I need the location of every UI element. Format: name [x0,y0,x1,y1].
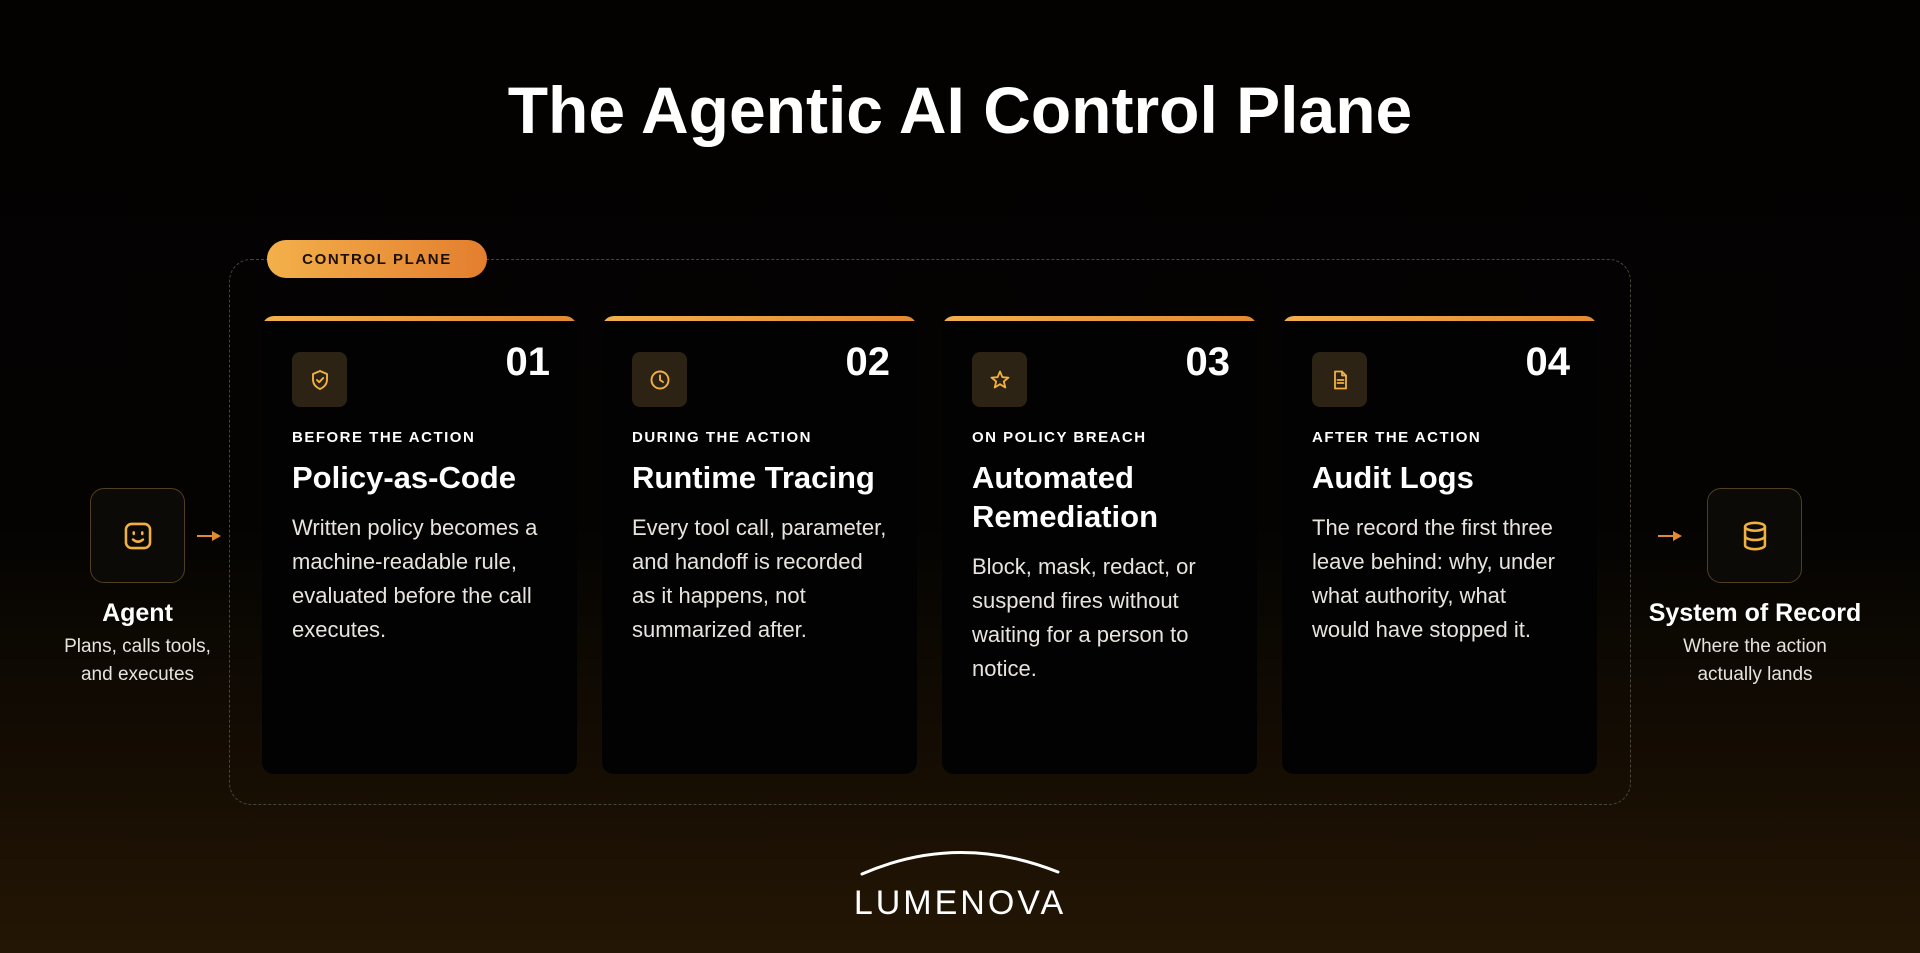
control-plane-badge: CONTROL PLANE [267,240,487,278]
stage-icon-box [632,352,687,407]
page-title: The Agentic AI Control Plane [507,73,1413,147]
smile-face-icon [124,522,151,549]
stage-heading: Runtime Tracing [632,460,875,495]
stage-phase: ON POLICY BREACH [972,429,1147,446]
system-of-record-description: Where the action actually lands [1630,633,1880,689]
stage-description-line: what authority, what [1312,583,1507,608]
stage-icon-box [1312,352,1367,407]
logo-wordmark: LUMENOVA [853,884,1067,922]
system-of-record-description-line: Where the action [1683,636,1827,657]
control-plane-frame [229,259,1631,805]
arrow-right-icon [197,531,221,541]
stage-number: 01 [505,340,551,384]
document-icon [1333,370,1347,389]
stage-phase: BEFORE THE ACTION [292,429,476,446]
stage-description-line: executes. [292,617,387,642]
logo-arc-icon [860,851,1060,876]
stage-description: Block, mask, redact, or suspend fires wi… [972,550,1252,686]
stage-phase: AFTER THE ACTION [1312,429,1482,446]
stage-icon-box [292,352,347,407]
stage-number: 03 [1185,340,1231,384]
lumenova-logo: LUMENOVA [850,838,1070,938]
stage-number: 04 [1525,340,1571,384]
system-of-record-name: System of Record [1648,599,1862,627]
stage-description: Every tool call, parameter, and handoff … [632,511,912,647]
stage-heading-line: Automated [972,460,1134,495]
arrow-right-icon [1658,531,1682,541]
stage-description-line: Written policy becomes a [292,515,538,540]
stage-card-policy-as-code: 01 BEFORE THE ACTION Policy-as-Code Writ… [262,316,577,774]
card-accent-bar [942,316,1257,321]
stage-heading: Audit Logs [1312,460,1474,495]
stage-description-line: Block, mask, redact, or [972,554,1196,579]
stage-description-line: and handoff is recorded [632,549,863,574]
stage-card-audit-logs: 04 AFTER THE ACTION Audit Logs The recor… [1282,316,1597,774]
stage-heading: Automated Remediation [972,458,1242,536]
agent-node [90,488,185,583]
system-of-record-description-line: actually lands [1697,664,1813,685]
stage-heading-line: Remediation [972,499,1159,534]
system-of-record-node [1707,488,1802,583]
clock-icon [650,370,669,389]
agent-description: Plans, calls tools, and executes [40,633,235,689]
stage-description-line: as it happens, not [632,583,806,608]
stage-description-line: leave behind: why, under [1312,549,1555,574]
stage-heading: Policy-as-Code [292,460,516,495]
agent-name: Agent [102,599,173,627]
shield-check-icon [311,369,328,390]
stage-description-line: Every tool call, parameter, [632,515,887,540]
stage-description-line: The record the first three [1312,515,1553,540]
agent-description-line: and executes [80,664,195,685]
database-icon [1743,521,1766,550]
stage-description-line: notice. [972,656,1037,681]
stage-description-line: suspend fires without [972,588,1179,613]
stage-description-line: machine-readable rule, [292,549,518,574]
stage-card-runtime-tracing: 02 DURING THE ACTION Runtime Tracing Eve… [602,316,917,774]
stage-number: 02 [845,340,891,384]
agent-description-line: Plans, calls tools, [64,636,211,657]
card-accent-bar [262,316,577,321]
stage-description-line: would have stopped it. [1312,617,1531,642]
stage-description: The record the first three leave behind:… [1312,511,1592,647]
stage-description: Written policy becomes a machine-readabl… [292,511,572,647]
card-accent-bar [1282,316,1597,321]
stage-description-line: waiting for a person to [972,622,1189,647]
stage-phase: DURING THE ACTION [632,429,812,446]
stage-icon-box [972,352,1027,407]
stage-description-line: evaluated before the call [292,583,532,608]
stage-card-automated-remediation: 03 ON POLICY BREACH Automated Remediatio… [942,316,1257,774]
stage-description-line: summarized after. [632,617,807,642]
card-accent-bar [602,316,917,321]
star-icon [990,370,1009,388]
